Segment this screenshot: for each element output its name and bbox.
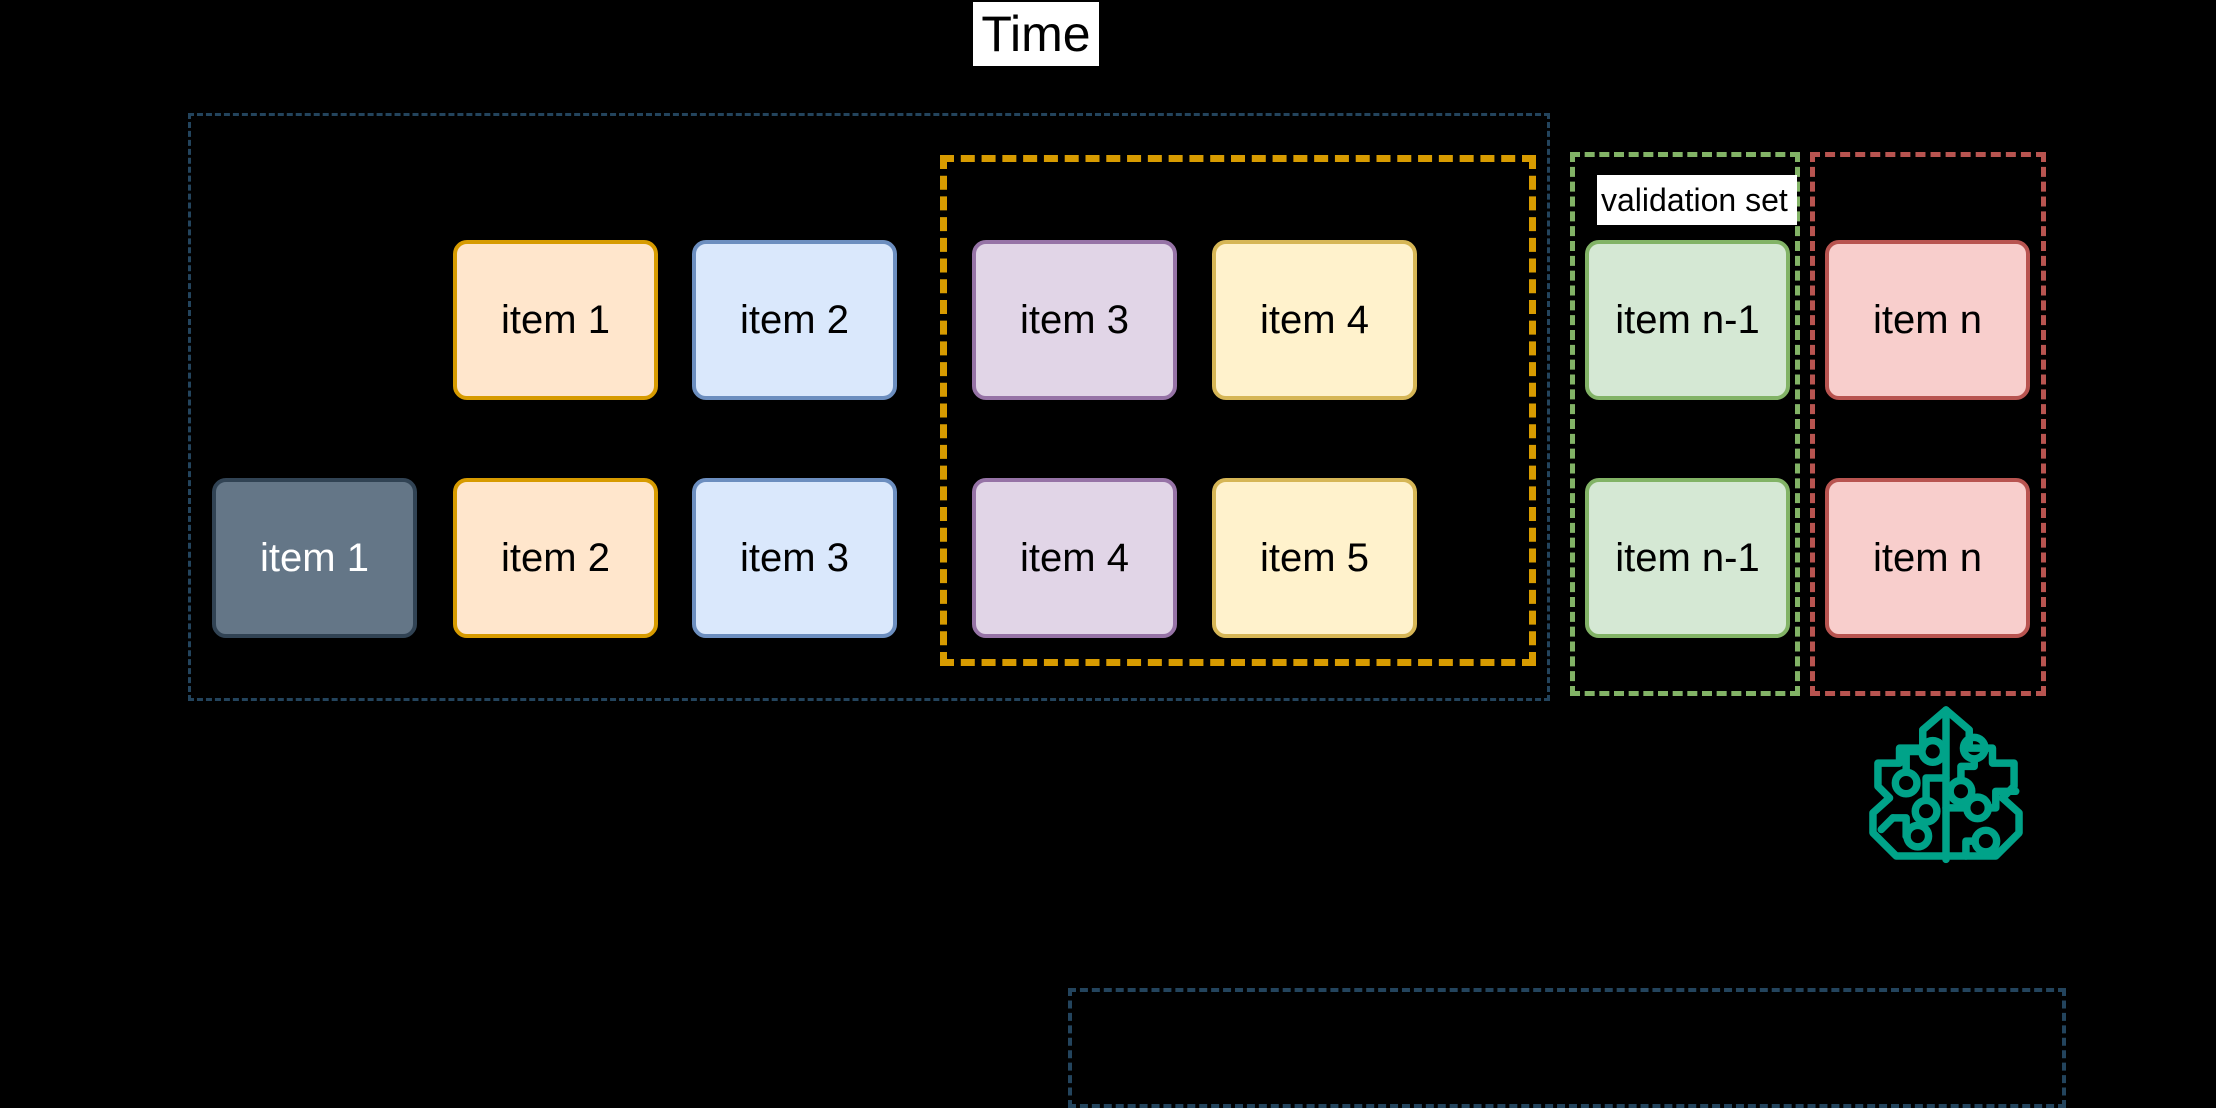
card-row2-item-5[interactable]: item 5	[1212, 478, 1417, 638]
card-row2-item-n[interactable]: item n	[1825, 478, 2030, 638]
card-label: item n	[1873, 535, 1982, 580]
card-label: item 3	[1020, 297, 1129, 342]
diagram-canvas: Time validation set item 1 item 2 item 3…	[188, 2, 2066, 1108]
card-label: item 2	[740, 297, 849, 342]
page-title: Time	[973, 2, 1099, 66]
test-set-frame	[1810, 152, 2046, 696]
validation-set-label: validation set	[1597, 175, 1797, 225]
card-label: item n	[1873, 297, 1982, 342]
validation-set-frame	[1570, 152, 1800, 696]
bottom-dashed-frame	[1068, 988, 2066, 1108]
card-row1-item-n-1[interactable]: item n-1	[1585, 240, 1790, 400]
card-label: item 4	[1020, 535, 1129, 580]
card-row1-item-4[interactable]: item 4	[1212, 240, 1417, 400]
card-label: item 1	[501, 297, 610, 342]
card-row1-item-3[interactable]: item 3	[972, 240, 1177, 400]
card-label: item 3	[740, 535, 849, 580]
training-set-frame	[188, 113, 1550, 701]
card-row2-item-4[interactable]: item 4	[972, 478, 1177, 638]
card-label: item 5	[1260, 535, 1369, 580]
card-row2-item-1[interactable]: item 1	[212, 478, 417, 638]
card-label: item n-1	[1615, 297, 1760, 342]
card-row2-item-3[interactable]: item 3	[692, 478, 897, 638]
card-label: item 1	[260, 535, 369, 580]
card-label: item n-1	[1615, 535, 1760, 580]
card-row1-item-2[interactable]: item 2	[692, 240, 897, 400]
card-label: item 4	[1260, 297, 1369, 342]
brain-circuit-icon	[1863, 700, 2029, 866]
card-row1-item-n[interactable]: item n	[1825, 240, 2030, 400]
card-label: item 2	[501, 535, 610, 580]
highlight-window-frame	[940, 155, 1536, 666]
card-row1-item-1[interactable]: item 1	[453, 240, 658, 400]
card-row2-item-2[interactable]: item 2	[453, 478, 658, 638]
card-row2-item-n-1[interactable]: item n-1	[1585, 478, 1790, 638]
